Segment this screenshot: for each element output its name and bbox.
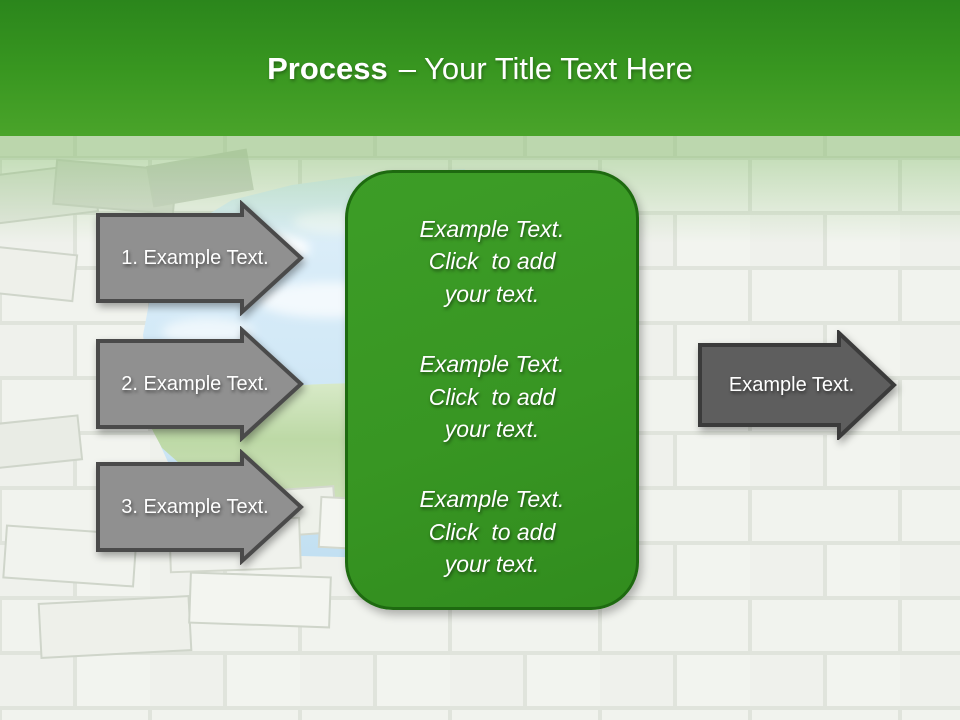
panel-text-block-3: Example Text. Click to add your text. [419,486,565,578]
panel-text-block-2: Example Text. Click to add your text. [419,351,565,443]
right-arrow-shape-icon [96,326,304,442]
process-arrow-1-label: 1. Example Text. [121,246,269,269]
process-arrow-3: 3. Example Text. [95,449,305,565]
process-arrow-3-label: 3. Example Text. [121,495,269,518]
panel-text-block-1: Example Text. Click to add your text. [419,216,565,307]
process-arrow-2: 2. Example Text. [95,326,305,442]
slide-header: Process – Your Title Text Here [0,0,960,136]
process-arrow-2-label: 2. Example Text. [121,372,269,395]
slide-title-subtitle: – Your Title Text Here [398,51,693,86]
output-arrow-label: Example Text. [728,373,855,396]
output-arrow: Example Text. [697,330,897,440]
process-arrow-1: 1. Example Text. [95,200,305,316]
right-arrow-shape-icon [96,200,304,316]
slide-title: Process – Your Title Text Here [267,51,693,86]
right-arrow-shape-icon [96,449,304,565]
slide-title-keyword: Process [267,51,388,86]
center-text-panel: Example Text. Click to add your text. Ex… [345,170,639,610]
right-arrow-shape-icon [698,330,897,440]
